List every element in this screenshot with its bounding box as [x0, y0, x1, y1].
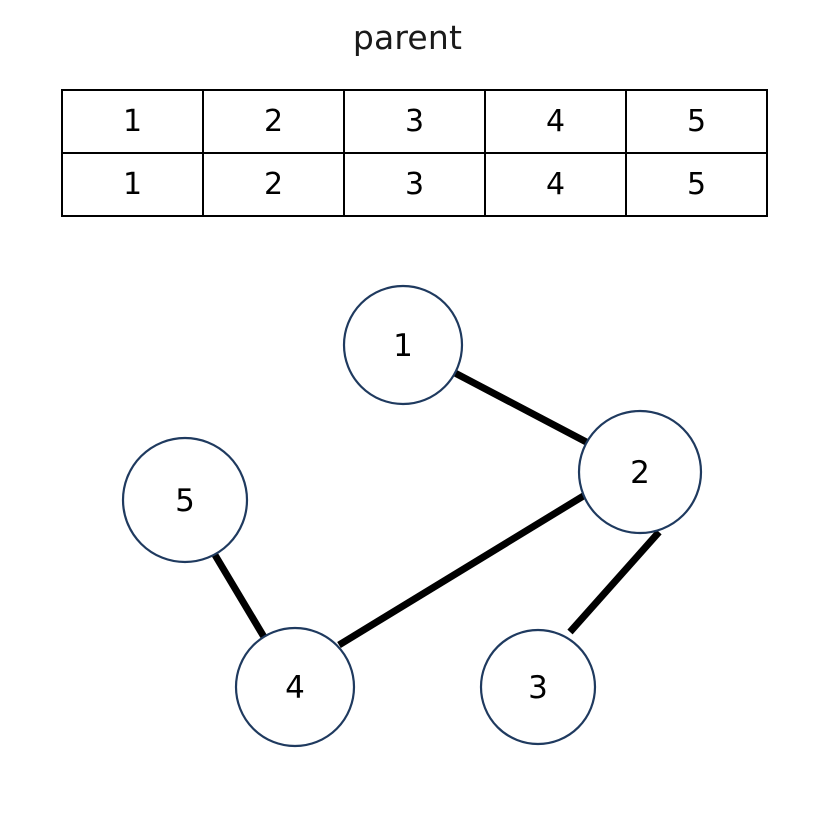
graph-node-label-3: 3	[528, 670, 548, 706]
graph-node-group: 1 2 3 4 5	[121, 284, 703, 748]
graph-node-circle-3	[479, 628, 597, 746]
array-index-cell: 1	[61, 89, 204, 154]
graph-node-label-5: 5	[175, 483, 195, 519]
array-index-cell: 5	[625, 89, 768, 154]
array-index-cell: 2	[202, 89, 345, 154]
graph-node-2[interactable]: 2	[577, 409, 703, 535]
graph-node-circle-4	[234, 626, 356, 748]
graph-node-circle-2	[577, 409, 703, 535]
graph-node-5[interactable]: 5	[121, 436, 249, 564]
graph-edge-1-2	[453, 369, 594, 449]
array-value-cell: 4	[484, 152, 627, 217]
array-value-cell: 5	[625, 152, 768, 217]
graph-diagram: 1 2 3 4 5	[0, 250, 815, 816]
array-index-cell: 3	[343, 89, 486, 154]
array-index-cell: 4	[484, 89, 627, 154]
page-title: parent	[352, 18, 463, 57]
array-value-cell: 3	[343, 152, 486, 217]
graph-edge-group	[211, 369, 662, 648]
graph-edge-2-4	[337, 492, 587, 648]
graph-node-circle-1	[342, 284, 464, 406]
graph-node-label-4: 4	[285, 670, 305, 706]
table-row-index: 1 2 3 4 5	[61, 89, 768, 154]
graph-edge-2-3	[567, 529, 662, 635]
graph-node-circle-5	[121, 436, 249, 564]
array-value-cell: 1	[61, 152, 204, 217]
array-value-cell: 2	[202, 152, 345, 217]
table-row-value: 1 2 3 4 5	[61, 152, 768, 217]
graph-edge-5-4	[211, 553, 271, 644]
parent-array-table: 1 2 3 4 5 1 2 3 4 5	[61, 89, 768, 217]
graph-node-label-1: 1	[393, 328, 413, 364]
graph-node-4[interactable]: 4	[234, 626, 356, 748]
graph-node-label-2: 2	[630, 455, 650, 491]
graph-node-3[interactable]: 3	[479, 628, 597, 746]
graph-node-1[interactable]: 1	[342, 284, 464, 406]
